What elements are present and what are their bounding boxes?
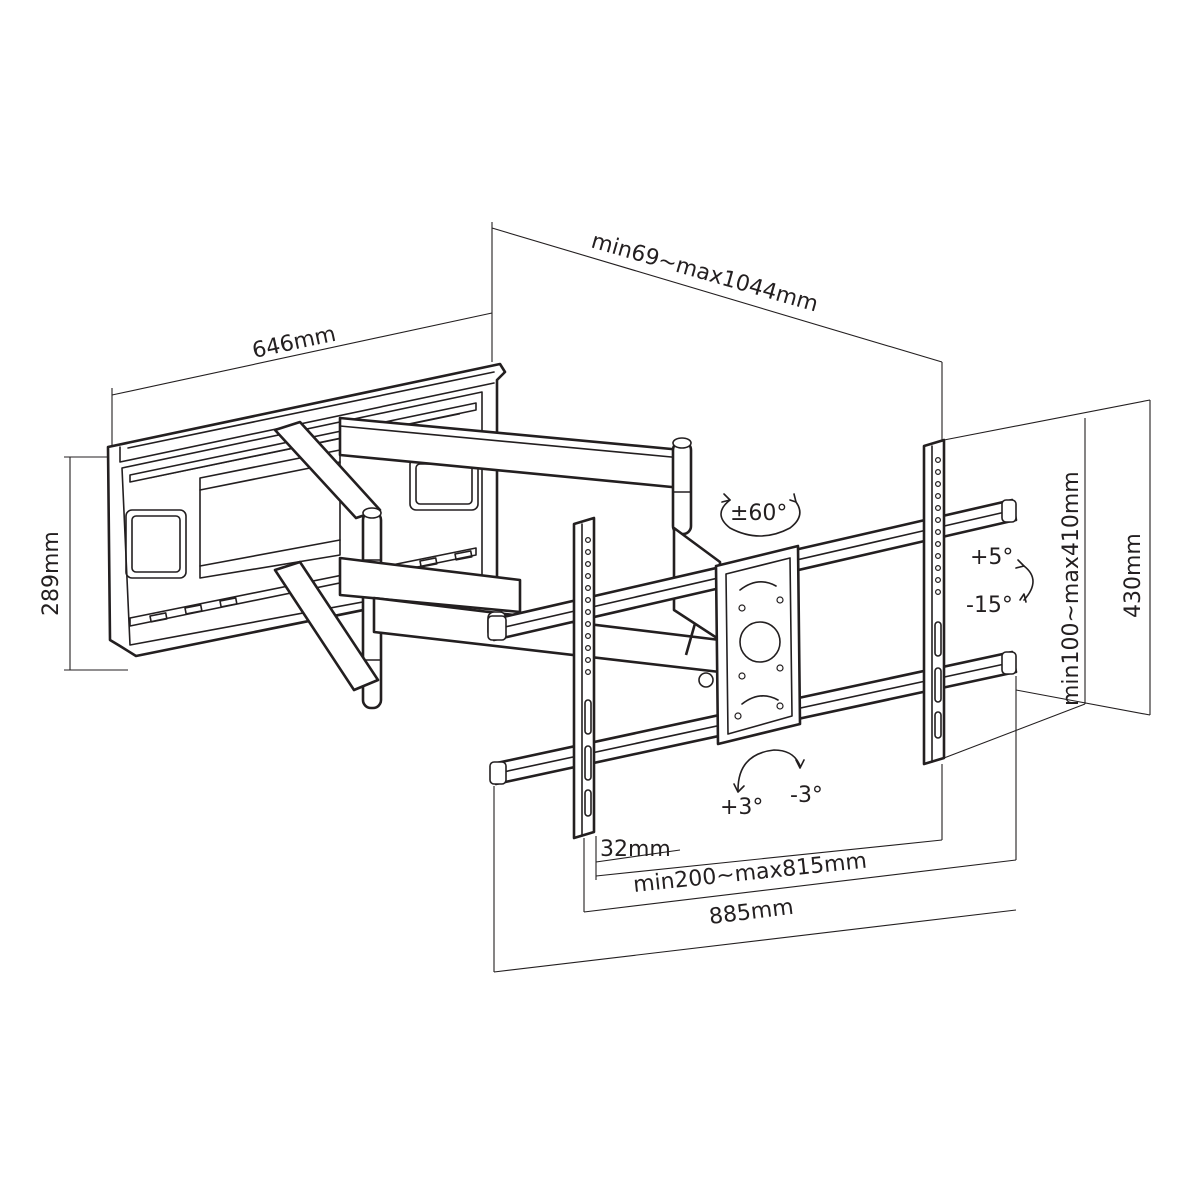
vertical-pattern-label: min100~max410mm xyxy=(1059,471,1084,706)
left-vertical-arm xyxy=(572,516,596,840)
wall-width-label: 646mm xyxy=(250,322,338,364)
lower-arm-assembly xyxy=(273,526,722,692)
upper-arm-assembly xyxy=(273,416,693,710)
tilt-up-label: +5° xyxy=(970,545,1013,570)
arm-gap-label: 32mm xyxy=(600,837,671,862)
right-vertical-arm xyxy=(922,438,946,766)
level-indicator xyxy=(733,749,805,793)
bracket-width-label: 885mm xyxy=(708,895,795,930)
tilt-down-label: -15° xyxy=(966,593,1013,618)
wall-height-label: 289mm xyxy=(39,531,64,616)
tilt-indicator xyxy=(1015,559,1034,603)
extension-label: min69~max1044mm xyxy=(588,229,821,318)
dimension-lines xyxy=(64,222,1151,973)
swivel-label: ±60° xyxy=(730,501,787,526)
swivel-indicator xyxy=(720,493,801,537)
bracket-height-label: 430mm xyxy=(1121,533,1146,618)
level-minus-label: -3° xyxy=(790,783,823,808)
center-mount-plate xyxy=(714,544,802,746)
level-plus-label: +3° xyxy=(720,795,763,820)
wall-window-left xyxy=(125,509,187,579)
tv-bracket xyxy=(487,438,1018,840)
